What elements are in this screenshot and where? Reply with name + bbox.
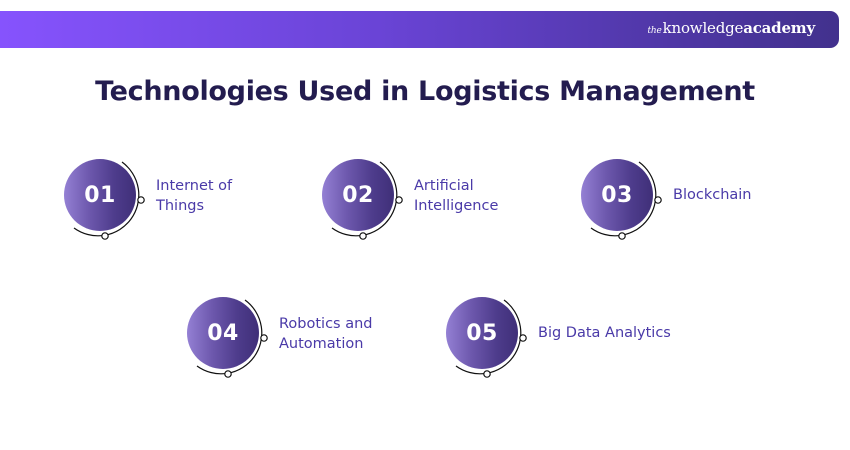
- item-label: Internet of Things: [156, 176, 316, 216]
- label-line-1: Internet of: [156, 178, 233, 194]
- number-badge: 01: [64, 159, 136, 231]
- technology-item-iot: 01 Internet of Things: [64, 159, 324, 249]
- header-banner: theknowledgeacademy: [0, 11, 839, 48]
- orbit-ring-icon: [590, 161, 662, 240]
- item-label: Robotics and Automation: [279, 314, 439, 354]
- item-number: 02: [342, 182, 374, 208]
- number-badge: 04: [187, 297, 259, 369]
- item-number: 04: [207, 320, 239, 346]
- label-line-2: Things: [156, 198, 205, 214]
- technology-item-blockchain: 03 Blockchain: [581, 159, 841, 249]
- orbit-ring-icon: [455, 299, 527, 378]
- item-label: Blockchain: [673, 185, 833, 205]
- brand-word-knowledge: knowledge: [662, 19, 744, 37]
- label-line-1: Blockchain: [673, 187, 752, 203]
- number-badge: 02: [322, 159, 394, 231]
- orbit-ring-icon: [73, 161, 145, 240]
- item-number: 01: [84, 182, 116, 208]
- item-number: 05: [466, 320, 498, 346]
- label-line-1: Artificial: [414, 178, 474, 194]
- label-line-1: Big Data Analytics: [538, 325, 671, 341]
- orbit-ring-icon: [196, 299, 268, 378]
- brand-logo: theknowledgeacademy: [647, 19, 815, 37]
- page-title: Technologies Used in Logistics Managemen…: [95, 76, 755, 107]
- number-badge: 03: [581, 159, 653, 231]
- label-line-1: Robotics and: [279, 316, 373, 332]
- brand-word-academy: academy: [743, 19, 815, 37]
- technology-item-big-data: 05 Big Data Analytics: [446, 297, 706, 387]
- item-label: Artificial Intelligence: [414, 176, 574, 216]
- technology-item-ai: 02 Artificial Intelligence: [322, 159, 582, 249]
- label-line-2: Automation: [279, 336, 364, 352]
- label-line-2: Intelligence: [414, 198, 499, 214]
- item-number: 03: [601, 182, 633, 208]
- item-label: Big Data Analytics: [538, 323, 698, 343]
- brand-prefix: the: [647, 26, 662, 36]
- number-badge: 05: [446, 297, 518, 369]
- orbit-ring-icon: [331, 161, 403, 240]
- technology-item-robotics: 04 Robotics and Automation: [187, 297, 447, 387]
